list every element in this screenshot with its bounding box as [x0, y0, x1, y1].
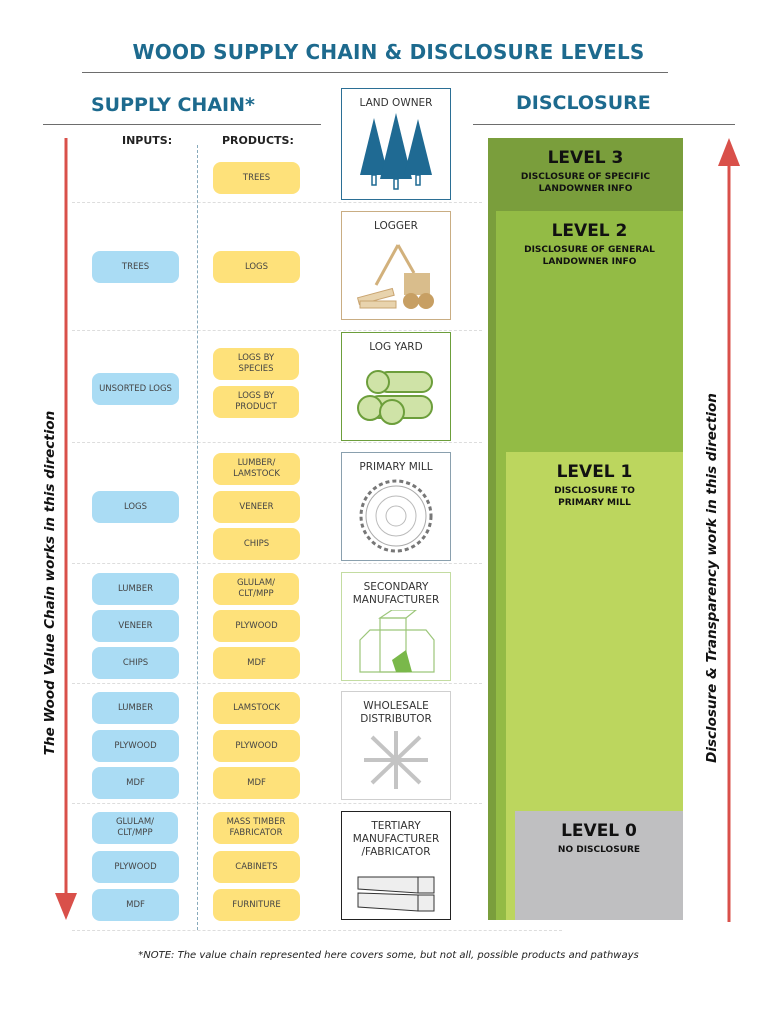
input-pill: UNSORTED LOGS — [92, 373, 179, 405]
lumber-icon — [359, 610, 435, 673]
stage-land-owner: LAND OWNER — [341, 88, 451, 200]
logging-machine-icon — [356, 244, 434, 309]
row-separator — [72, 563, 482, 564]
input-pill: PLYWOOD — [92, 730, 179, 762]
stage-log-yard: LOG YARD — [341, 332, 451, 441]
down-arrow — [55, 138, 77, 920]
stage-tertiary-manufacturer: TERTIARY MANUFACTURER /FABRICATOR — [341, 811, 451, 920]
stage-wholesale-distributor: WHOLESALE DISTRIBUTOR — [341, 691, 451, 800]
left-arrow-caption: The Wood Value Chain works in this direc… — [42, 410, 58, 756]
product-pill: GLULAM/ CLT/MPP — [213, 573, 299, 605]
row-separator — [72, 202, 482, 203]
stage-label-2: MANUFACTURER — [352, 833, 440, 845]
level-desc: NO DISCLOSURE — [557, 845, 641, 855]
product-pill: CABINETS — [213, 851, 300, 883]
saw-blade-icon — [359, 479, 433, 553]
input-pill: LUMBER — [92, 573, 179, 605]
right-arrow-caption: Disclosure & Transparency work in this d… — [704, 393, 720, 763]
input-pill: MDF — [92, 767, 179, 799]
input-pill: GLULAM/ CLT/MPP — [92, 812, 178, 844]
inputs-header: INPUTS: — [122, 134, 173, 147]
supply-chain-heading: SUPPLY CHAIN* — [91, 94, 255, 116]
stage-label-2: MANUFACTURER — [352, 594, 440, 606]
stage-primary-mill: PRIMARY MILL — [341, 452, 451, 561]
product-pill: LAMSTOCK — [213, 692, 300, 724]
input-pill: MDF — [92, 889, 179, 921]
product-pill: CHIPS — [213, 528, 300, 560]
products-header: PRODUCTS: — [222, 134, 294, 147]
input-pill: LUMBER — [92, 692, 179, 724]
level-name: LEVEL 1 — [556, 462, 633, 482]
trees-icon — [360, 113, 432, 190]
product-pill: LUMBER/ LAMSTOCK — [213, 453, 300, 485]
input-pill: TREES — [92, 251, 179, 283]
stage-label: LOG YARD — [369, 341, 423, 353]
product-pill: MDF — [213, 767, 300, 799]
page-title: WOOD SUPPLY CHAIN & DISCLOSURE LEVELS — [132, 40, 645, 64]
product-pill: LOGS — [213, 251, 300, 283]
product-pill: FURNITURE — [213, 889, 300, 921]
product-pill: PLYWOOD — [213, 730, 300, 762]
input-pill: LOGS — [92, 491, 179, 523]
product-pill: TREES — [213, 162, 300, 194]
disclosure-heading: DISCLOSURE — [516, 92, 651, 114]
stage-label: LOGGER — [374, 220, 418, 232]
stage-secondary-manufacturer: SECONDARY MANUFACTURER — [341, 572, 451, 681]
stage-label: PRIMARY MILL — [359, 461, 433, 473]
product-pill: VENEER — [213, 491, 300, 523]
product-pill: LOGS BY PRODUCT — [213, 386, 299, 418]
product-pill: MDF — [213, 647, 300, 679]
stage-label: LAND OWNER — [359, 97, 433, 109]
row-separator — [72, 803, 482, 804]
row-separator — [72, 330, 482, 331]
input-pill: VENEER — [92, 610, 179, 642]
level-name: LEVEL 2 — [551, 221, 628, 241]
stage-logger: LOGGER — [341, 211, 451, 320]
stage-label: TERTIARY — [371, 820, 421, 832]
distribution-arrows-icon — [364, 731, 428, 789]
stage-label-3: /FABRICATOR — [361, 846, 431, 858]
log-pile-icon — [357, 370, 433, 425]
footnote: *NOTE: The value chain represented here … — [138, 950, 639, 961]
row-separator — [72, 930, 562, 931]
row-separator — [72, 442, 482, 443]
stage-label-2: DISTRIBUTOR — [360, 713, 432, 725]
disclosure-divider — [473, 124, 735, 125]
input-pill: CHIPS — [92, 647, 179, 679]
stage-label: SECONDARY — [363, 581, 429, 593]
product-pill: MASS TIMBER FABRICATOR — [213, 812, 299, 844]
level-0-block: LEVEL 0 NO DISCLOSURE — [515, 811, 683, 920]
supply-divider — [43, 124, 321, 125]
up-arrow — [718, 138, 740, 922]
level-name: LEVEL 3 — [547, 148, 624, 168]
level-name: LEVEL 0 — [561, 821, 637, 841]
beams-icon — [357, 876, 435, 912]
stage-label: WHOLESALE — [363, 700, 429, 712]
product-pill: LOGS BY SPECIES — [213, 348, 299, 380]
title-divider — [82, 72, 668, 73]
product-pill: PLYWOOD — [213, 610, 300, 642]
column-divider — [197, 145, 198, 930]
row-separator — [72, 683, 482, 684]
input-pill: PLYWOOD — [92, 851, 179, 883]
